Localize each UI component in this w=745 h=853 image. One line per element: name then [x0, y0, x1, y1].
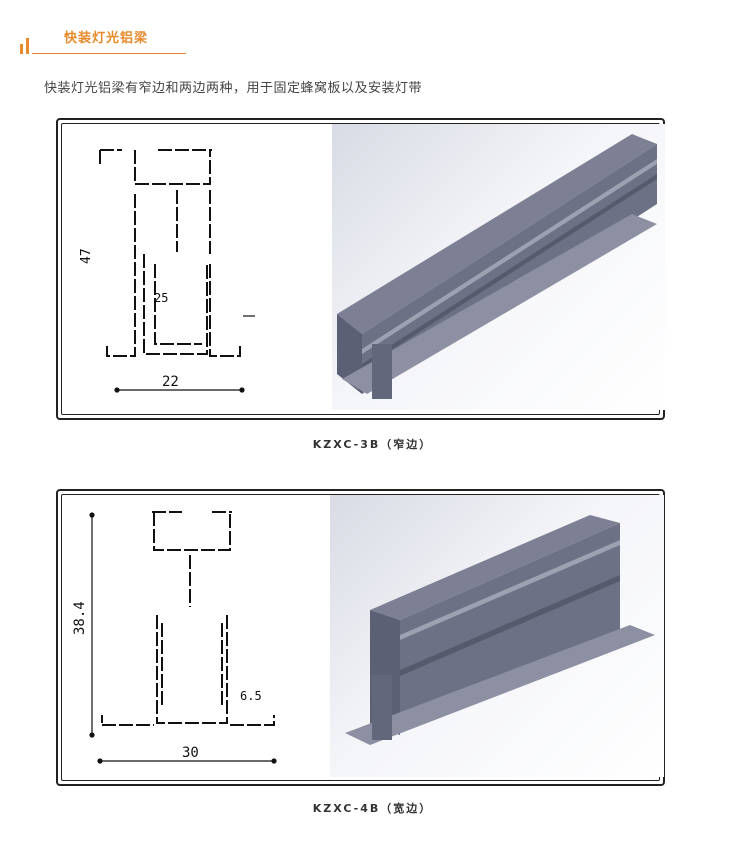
- product-3d-render: [332, 124, 665, 410]
- dimension-height: 47: [79, 248, 94, 264]
- product-figure-kzxc-3b: 22 47 25: [56, 118, 665, 420]
- dimension-inner: 25: [154, 291, 168, 305]
- cross-section-drawing: 22 47 25: [79, 149, 255, 393]
- figure-frame: 30 38.4 6.5: [61, 494, 664, 781]
- product-figure-kzxc-4b: 30 38.4 6.5: [56, 489, 665, 786]
- aluminum-beam-render: [337, 134, 657, 399]
- dimension-height: 38.4: [72, 601, 88, 635]
- cross-section-drawing: 30 38.4 6.5: [72, 511, 277, 764]
- section-title: 快装灯光铝梁: [64, 31, 149, 46]
- dimension-width: 22: [162, 374, 179, 390]
- figure-caption: KZXC-3B（窄边）: [312, 438, 433, 451]
- header-accent-bar: [20, 44, 23, 54]
- figure-caption: KZXC-4B（宽边）: [312, 802, 433, 815]
- product-3d-render: [330, 495, 664, 777]
- aluminum-beam-render: [345, 515, 655, 745]
- intro-text: 快装灯光铝梁有窄边和两边两种，用于固定蜂窝板以及安装灯带: [44, 81, 423, 96]
- header-underline: [32, 53, 186, 54]
- dimension-inner: 6.5: [240, 689, 262, 703]
- figure-frame: 22 47 25: [61, 123, 665, 415]
- header-accent-bar: [26, 38, 29, 54]
- section-header: 快装灯光铝梁: [20, 26, 186, 56]
- dimension-width: 30: [182, 745, 199, 761]
